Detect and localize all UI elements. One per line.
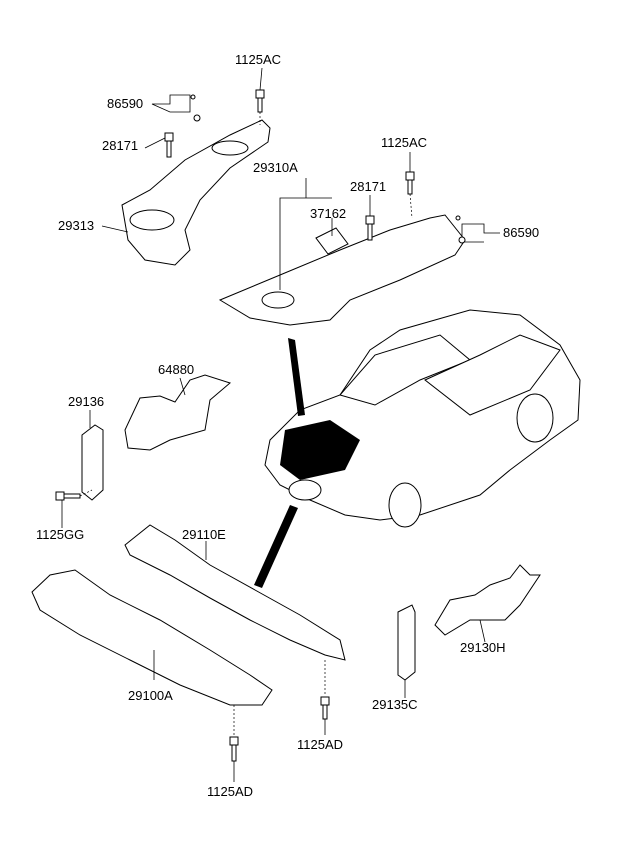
label-1125ad-bottom: 1125AD xyxy=(207,784,254,799)
label-1125ad-right: 1125AD xyxy=(297,737,344,752)
label-29100a: 29100A xyxy=(128,688,173,703)
clip-86590-left xyxy=(151,94,201,122)
bolt-1125ad-bottom xyxy=(229,705,239,782)
bolt-1125gg xyxy=(55,489,93,528)
bolt-1125ac-right xyxy=(405,152,415,219)
bolt-1125ac-top xyxy=(255,67,265,125)
bolt-28171-left xyxy=(144,132,174,158)
label-86590-right: 86590 xyxy=(503,225,540,240)
part-29313-recess xyxy=(211,140,249,156)
part-29100a-cover xyxy=(31,569,273,706)
label-28171-right: 28171 xyxy=(350,179,387,194)
label-1125ac-right: 1125AC xyxy=(381,135,428,150)
part-29110e-cover xyxy=(124,524,346,661)
label-28171-left: 28171 xyxy=(102,138,139,153)
label-64880: 64880 xyxy=(158,362,195,377)
label-29136: 29136 xyxy=(68,394,105,409)
bolt-1125ad-right xyxy=(320,660,330,735)
part-29136-bracket xyxy=(81,424,104,501)
label-29310a: 29310A xyxy=(253,160,298,175)
car-illustration xyxy=(264,309,581,528)
clip-86590-right xyxy=(455,215,500,244)
label-29130h: 29130H xyxy=(460,640,506,655)
label-29313: 29313 xyxy=(58,218,95,233)
label-1125ac-top: 1125AC xyxy=(235,52,282,67)
part-29135c-bracket xyxy=(397,604,416,681)
label-86590-left: 86590 xyxy=(107,96,144,111)
part-64880-shield xyxy=(124,374,232,451)
bolt-28171-right xyxy=(365,195,375,241)
part-29313-recess xyxy=(129,209,175,231)
part-29310a-recess xyxy=(261,291,295,309)
part-29130h-shield xyxy=(434,564,541,636)
part-37162-pad xyxy=(315,227,349,255)
pointer-arrow-upper xyxy=(288,338,305,416)
label-1125gg: 1125GG xyxy=(36,527,85,542)
pointer-arrow-lower xyxy=(254,505,298,588)
label-37162: 37162 xyxy=(310,206,347,221)
part-29313-cover xyxy=(121,119,271,266)
part-29310a-cover xyxy=(218,214,466,326)
label-29135c: 29135C xyxy=(372,697,418,712)
label-29110e: 29110E xyxy=(182,527,226,542)
